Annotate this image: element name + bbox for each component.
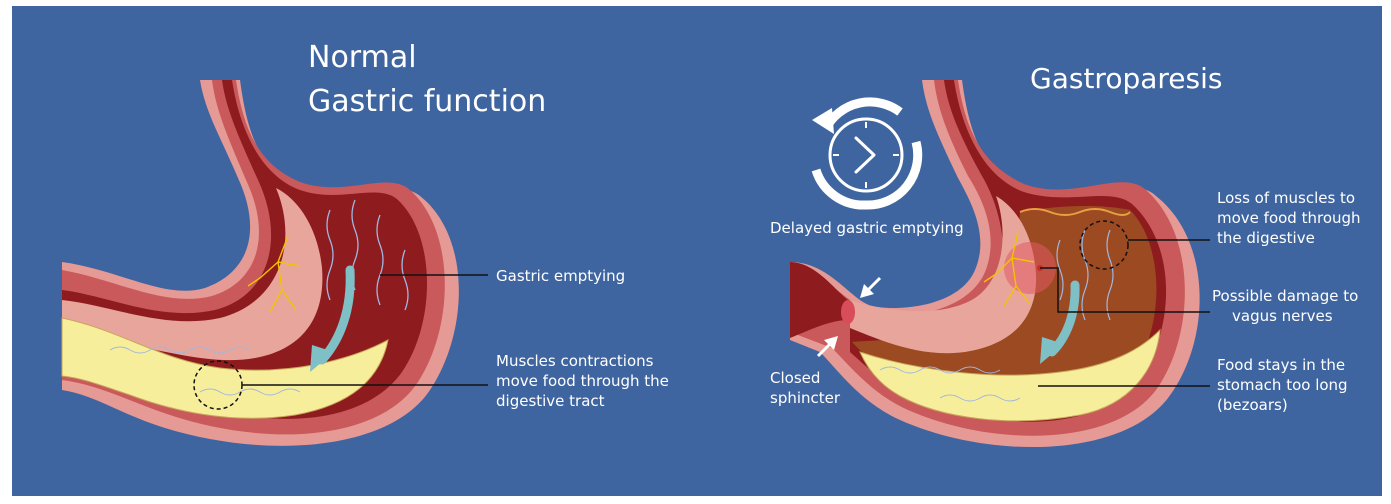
label-sphincter-line2: sphincter (770, 388, 840, 408)
label-loss-line2: move food through (1217, 208, 1361, 228)
label-delayed-gastric-emptying: Delayed gastric emptying (770, 218, 964, 238)
label-vagus-line2: vagus nerves (1212, 306, 1358, 326)
label-sphincter-line1: Closed (770, 368, 840, 388)
label-vagus-line1: Possible damage to (1212, 286, 1358, 306)
label-muscles-line1: Muscles contractions (496, 351, 669, 371)
label-muscles-contractions: Muscles contractions move food through t… (496, 351, 669, 411)
label-food-line1: Food stays in the (1217, 355, 1348, 375)
label-food-line3: (bezoars) (1217, 395, 1348, 415)
label-vagus-damage: Possible damage to vagus nerves (1212, 286, 1358, 326)
label-gastric-emptying: Gastric emptying (496, 266, 625, 286)
label-food-stays: Food stays in the stomach too long (bezo… (1217, 355, 1348, 415)
gp-closed-sphincter (841, 300, 855, 324)
label-loss-of-muscles: Loss of muscles to move food through the… (1217, 188, 1361, 248)
label-muscles-line3: digestive tract (496, 391, 669, 411)
label-food-line2: stomach too long (1217, 375, 1348, 395)
gastroparesis-title: Gastroparesis (1030, 62, 1222, 95)
normal-title-line1: Normal (308, 40, 417, 75)
normal-title-line2: Gastric function (308, 84, 546, 119)
label-muscles-line2: move food through the (496, 371, 669, 391)
label-closed-sphincter: Closed sphincter (770, 368, 840, 408)
label-loss-line3: the digestive (1217, 228, 1361, 248)
label-loss-line1: Loss of muscles to (1217, 188, 1361, 208)
